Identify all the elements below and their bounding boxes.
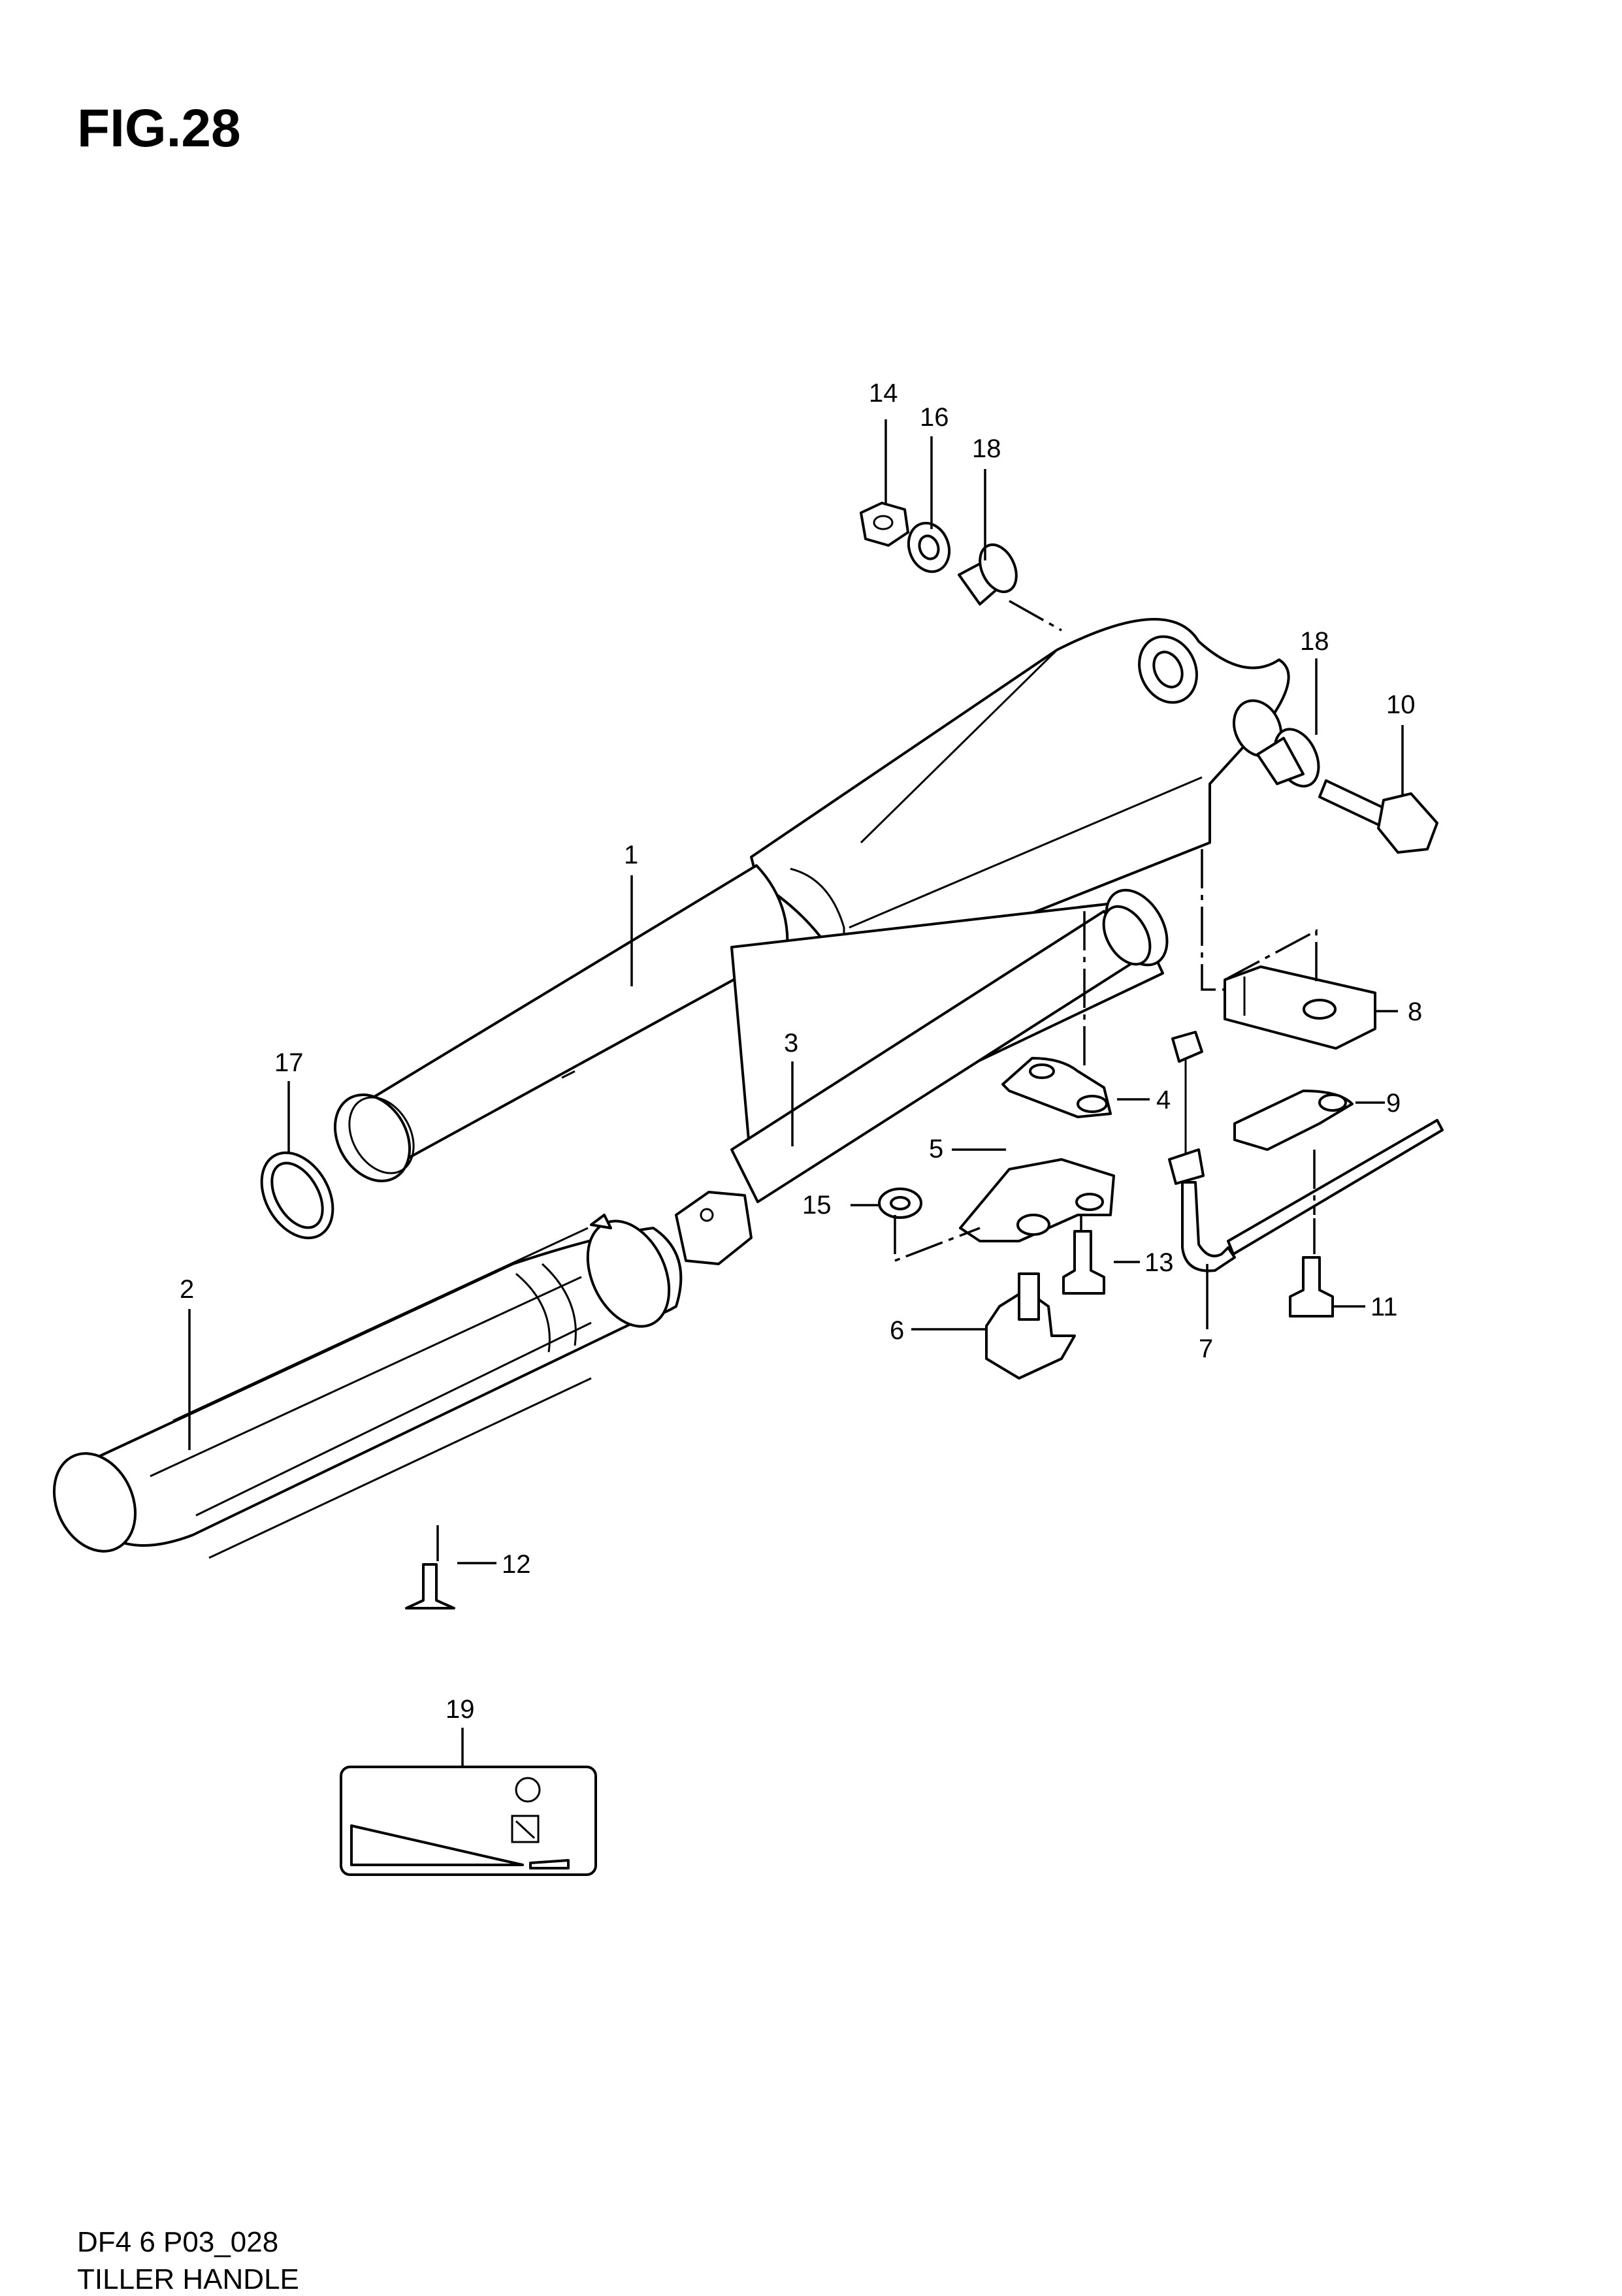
callout-11: 11 bbox=[1371, 1293, 1398, 1321]
part-18-bushing-top bbox=[958, 543, 1018, 606]
part-7-cable bbox=[1168, 1031, 1444, 1272]
part-13-screw bbox=[1062, 1230, 1105, 1295]
part-6-stopper bbox=[985, 1272, 1076, 1380]
callout-5: 5 bbox=[929, 1135, 943, 1163]
part-19-caution-label bbox=[340, 1766, 597, 1876]
callout-12: 12 bbox=[502, 1550, 531, 1579]
callout-10: 10 bbox=[1386, 690, 1416, 719]
callout-6: 6 bbox=[890, 1316, 904, 1345]
callout-15: 15 bbox=[802, 1191, 832, 1220]
part-14-nut bbox=[860, 502, 909, 547]
alignment-lines bbox=[894, 600, 1318, 1263]
callout-17: 17 bbox=[274, 1048, 304, 1077]
callout-labels: 14 16 18 18 10 1 17 3 8 4 9 5 15 13 2 6 … bbox=[180, 379, 1422, 1724]
part-5-bracket bbox=[959, 1158, 1115, 1242]
part-16-washer bbox=[907, 521, 951, 574]
callout-3: 3 bbox=[784, 1029, 798, 1058]
part-12-screw bbox=[405, 1563, 455, 1609]
callout-2: 2 bbox=[180, 1275, 194, 1304]
callout-14: 14 bbox=[869, 379, 898, 408]
part-8-holder bbox=[1224, 965, 1376, 1050]
part-4-plate bbox=[1001, 1057, 1112, 1118]
callout-9: 9 bbox=[1386, 1089, 1401, 1118]
callout-1: 1 bbox=[624, 841, 638, 869]
part-15-washer bbox=[878, 1188, 922, 1219]
callout-19: 19 bbox=[446, 1695, 475, 1724]
callout-7: 7 bbox=[1199, 1334, 1213, 1363]
part-2-twist-grip bbox=[52, 1214, 683, 1559]
part-1-tiller-arm bbox=[333, 618, 1290, 1182]
part-18-bushing-side bbox=[1256, 728, 1320, 788]
leader-lines bbox=[188, 419, 1404, 1767]
callout-18-top: 18 bbox=[972, 434, 1001, 463]
part-10-bolt bbox=[1318, 779, 1438, 854]
part-11-bolt bbox=[1289, 1256, 1334, 1318]
part-9-plate bbox=[1233, 1090, 1354, 1151]
callout-13: 13 bbox=[1144, 1248, 1174, 1277]
part-17-o-ring bbox=[260, 1151, 334, 1240]
part-3-throttle-shaft bbox=[675, 888, 1169, 1265]
figure-title: FIG.28 bbox=[77, 99, 241, 158]
diagram-name: TILLER HANDLE bbox=[77, 2263, 299, 2295]
callout-8: 8 bbox=[1408, 997, 1422, 1026]
callout-16: 16 bbox=[920, 403, 949, 432]
diagram-code: DF4 6 P03_028 bbox=[77, 2226, 279, 2258]
callout-18-side: 18 bbox=[1300, 627, 1329, 656]
callout-4: 4 bbox=[1156, 1086, 1171, 1114]
